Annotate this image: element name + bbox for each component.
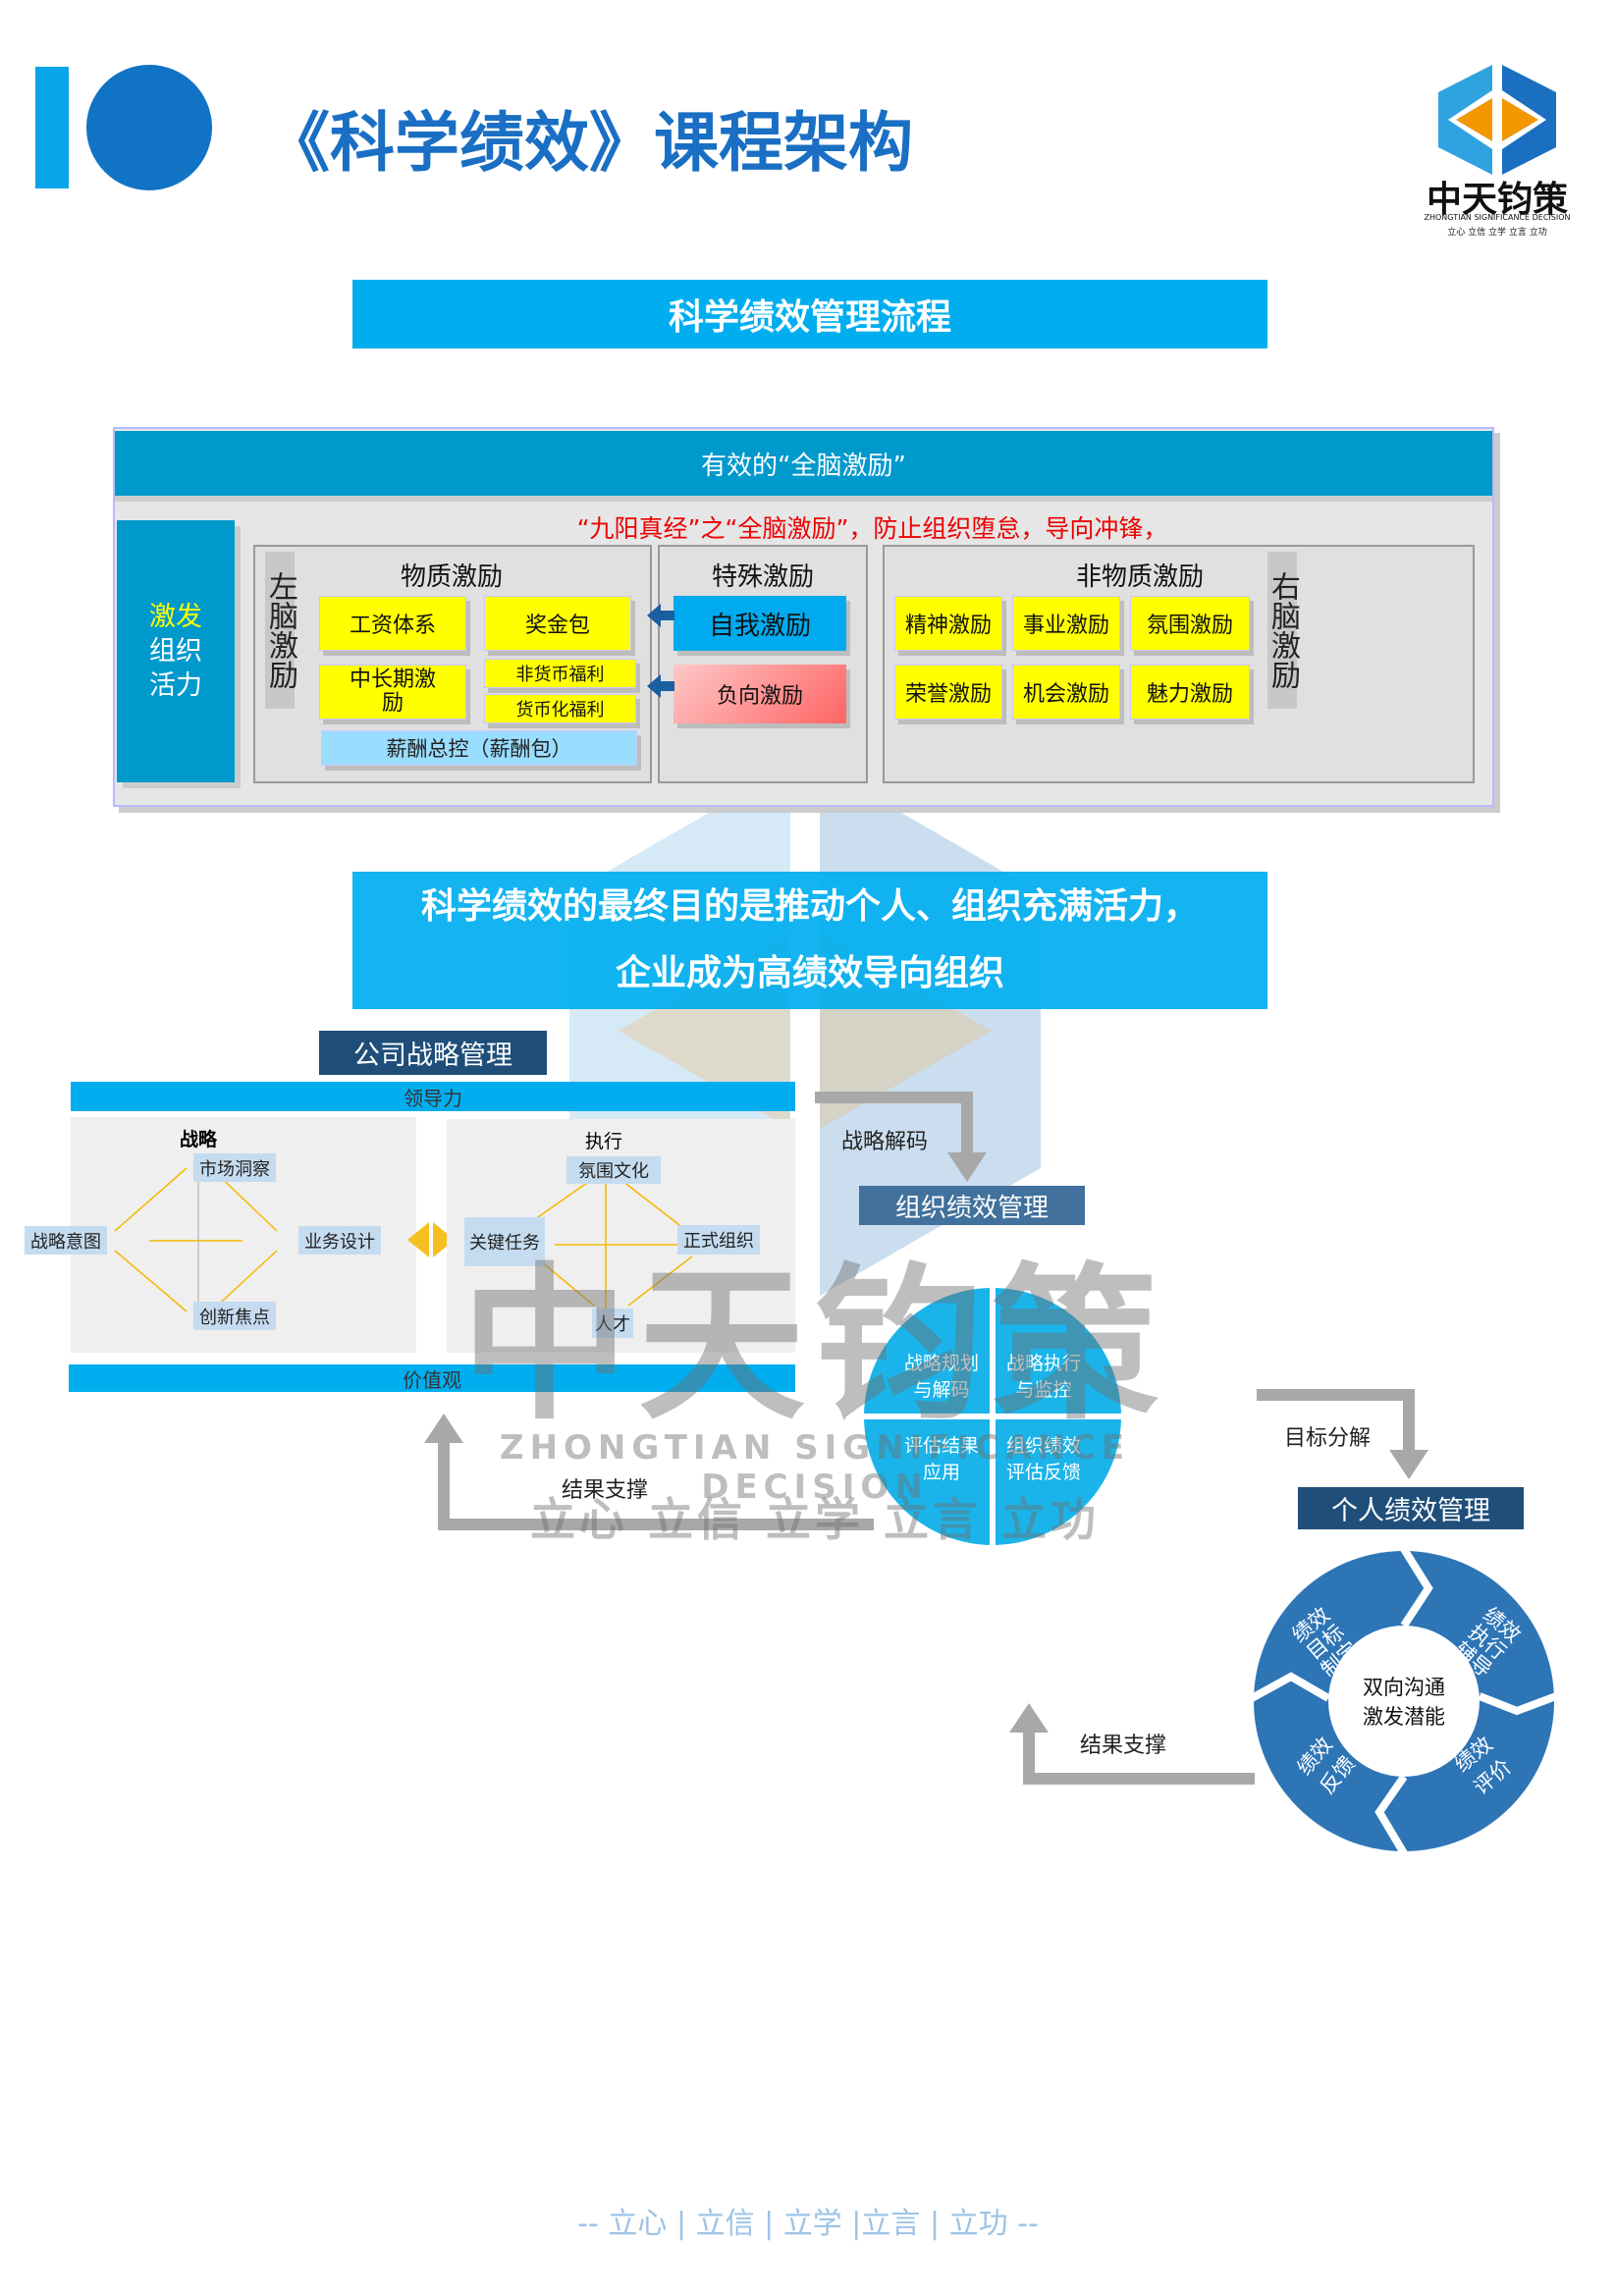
exchange-icon: [407, 1222, 455, 1257]
org-quadrant-3: 评估结果 应用: [864, 1419, 990, 1545]
personal-performance-title: 个人绩效管理: [1298, 1487, 1524, 1529]
banner-process: 科学绩效管理流程: [352, 280, 1267, 348]
logo-text: 中天钧策: [1426, 180, 1568, 220]
salary-system: 工资体系: [319, 596, 466, 651]
talent: 人才: [592, 1308, 633, 1338]
market-insight: 市场洞察: [193, 1153, 276, 1182]
watermark-motto: 立心 立信 立学 立言 立功: [529, 1493, 1101, 1546]
target-arrow: [1257, 1389, 1428, 1479]
key-tasks: 关键任务: [464, 1217, 545, 1266]
right-brain-label: 右脑激励: [1266, 552, 1300, 709]
energize-label: 激发 组织 活力: [117, 520, 235, 782]
page-title: 《科学绩效》课程架构: [265, 105, 913, 181]
atmosphere-culture: 氛围文化: [566, 1156, 661, 1184]
org-quadrant-2: 战略执行 与监控: [996, 1288, 1121, 1414]
incentive-panel: 有效的“全脑激励” “九阳真经”之“全脑激励”，防止组织堕怠，导向冲锋， 激发 …: [113, 427, 1494, 807]
logo-subtitle: ZHONGTIAN SIGNIFICANCE DECISION: [1424, 213, 1571, 222]
material-group: 左脑激励 物质激励 工资体系 奖金包 中长期激励 非货币福利 货币化福利 薪酬总…: [253, 545, 652, 783]
watermark-en: ZHONGTIAN SIGNIFICANCE DECISION: [499, 1428, 1131, 1507]
decode-label: 战略解码: [841, 1130, 929, 1154]
cycle-center: 双向沟通 激发潜能: [1335, 1667, 1473, 1735]
energize-line-3: 活力: [149, 670, 202, 701]
support-arrow-2: [1009, 1703, 1255, 1785]
execution-heading: 执行: [584, 1131, 622, 1152]
support-arrow-1: [424, 1414, 874, 1530]
org-quadrant-4: 组织绩效 评估反馈: [996, 1419, 1121, 1545]
special-group: 特殊激励 自我激励 负向激励: [658, 545, 868, 783]
innovation-focus: 创新焦点: [193, 1302, 276, 1330]
monetary-benefits: 货币化福利: [484, 694, 636, 723]
logo: 中天钧策 ZHONGTIAN SIGNIFICANCE DECISION 立心 …: [1399, 61, 1595, 242]
values-bar: 价值观: [69, 1364, 795, 1392]
opportunity-incentive: 机会激励: [1012, 665, 1120, 720]
execution-diamond: [514, 1177, 693, 1315]
incentive-header: 有效的“全脑激励”: [115, 431, 1492, 496]
compensation-total: 薪酬总控（薪酬包）: [321, 730, 637, 766]
banner-goal: 科学绩效的最终目的是推动个人、组织充满活力， 企业成为高绩效导向组织: [352, 872, 1267, 1009]
accent-circle: [86, 65, 212, 190]
formal-organization: 正式组织: [677, 1225, 760, 1255]
support-label-1: 结果支撑: [562, 1478, 649, 1503]
negative-incentive: 负向激励: [673, 665, 846, 723]
execution-panel: 执行 氛围文化 关键任务 正式组织 人才: [447, 1119, 795, 1353]
left-brain-label: 左脑激励: [263, 552, 297, 709]
honor-incentive: 荣誉激励: [894, 665, 1002, 720]
nonmaterial-group: 非物质激励 精神激励 事业激励 氛围激励 荣誉激励 机会激励 魅力激励 右脑激励: [883, 545, 1475, 783]
org-performance-title: 组织绩效管理: [859, 1186, 1085, 1225]
strategy-panel: 战略 市场洞察 战略意图 业务设计 创新焦点: [25, 1117, 416, 1353]
footer-motto: -- 立心 | 立信 | 立学 |立言 | 立功 --: [577, 2207, 1039, 2241]
org-performance-circle: 战略规划 与解码 战略执行 与监控 评估结果 应用 组织绩效 评估反馈: [864, 1288, 1121, 1545]
career-incentive: 事业激励: [1012, 596, 1120, 651]
business-design: 业务设计: [298, 1226, 381, 1255]
decode-arrow: [815, 1092, 987, 1182]
watermark-cn: 中天钧策: [460, 1249, 1168, 1443]
atmosphere-incentive: 氛围激励: [1130, 596, 1250, 651]
support-label-2: 结果支撑: [1080, 1734, 1167, 1758]
logo-motto: 立心 立信 立学 立言 立功: [1447, 228, 1547, 238]
banner-goal-line-2: 企业成为高绩效导向组织: [615, 953, 1004, 993]
bonus-pool: 奖金包: [484, 596, 631, 651]
cycle-center-line-1: 双向沟通: [1363, 1676, 1445, 1699]
self-incentive: 自我激励: [673, 596, 846, 651]
incentive-slogan: “九阳真经”之“全脑激励”，防止组织堕怠，导向冲锋，: [576, 514, 1168, 543]
cycle-ring: [1252, 1549, 1556, 1853]
banner-goal-line-1: 科学绩效的最终目的是推动个人、组织充满活力，: [420, 886, 1199, 927]
target-label: 目标分解: [1284, 1426, 1372, 1451]
charisma-incentive: 魅力激励: [1130, 665, 1250, 720]
special-title: 特殊激励: [711, 561, 814, 592]
energize-line-2: 组织: [149, 636, 202, 667]
spirit-incentive: 精神激励: [894, 596, 1002, 651]
strategy-heading: 战略: [179, 1129, 217, 1150]
long-term-incentive: 中长期激励: [319, 665, 466, 720]
strategic-intent: 战略意图: [25, 1226, 107, 1255]
strategy-title: 公司战略管理: [319, 1031, 547, 1075]
nonmaterial-title: 非物质激励: [1075, 561, 1204, 592]
non-monetary-benefits: 非货币福利: [484, 659, 636, 688]
personal-cycle: 绩效 目标 制定 绩效 执行 辅导 绩效 评价 绩效 反馈 双向沟通 激发潜能: [1252, 1549, 1556, 1853]
leadership-bar: 领导力: [71, 1082, 795, 1111]
org-quadrant-1: 战略规划 与解码: [864, 1288, 990, 1414]
energize-line-1: 激发: [149, 602, 202, 632]
cycle-center-line-2: 激发潜能: [1363, 1705, 1445, 1729]
material-title: 物质激励: [400, 561, 503, 592]
accent-bar: [35, 67, 69, 188]
